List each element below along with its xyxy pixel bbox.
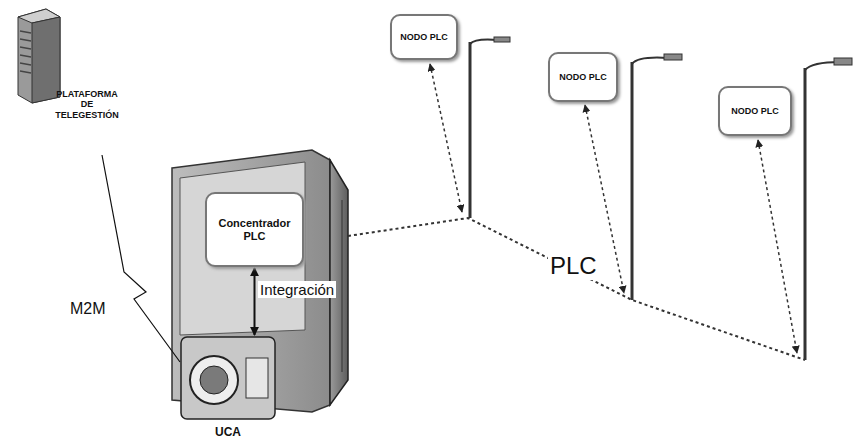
edge-label: Integración: [258, 281, 336, 298]
concentrator-box: Concentrador PLC: [205, 192, 304, 267]
box-label: Concentrador PLC: [211, 217, 298, 242]
server: PLATAFORMA DE TELEGESTIÓN: [10, 5, 135, 155]
cabinet: [172, 150, 348, 412]
box-label: NODO PLC: [731, 106, 779, 116]
wireless-link: [102, 155, 180, 362]
node-link: [430, 64, 797, 353]
meter-unit: UCA: [180, 336, 276, 420]
integration-arrow: [254, 268, 256, 335]
node-label: PLATAFORMA DE TELEGESTIÓN: [52, 89, 122, 120]
streetlight: [470, 37, 852, 360]
box-label: NODO PLC: [559, 72, 607, 82]
plc-node-box: NODO PLC: [390, 14, 458, 60]
node-label: UCA: [205, 426, 251, 440]
network-label: PLC: [548, 252, 599, 280]
plc-bus: [348, 218, 805, 360]
meter-icon: [180, 336, 276, 420]
plc-node-box: NODO PLC: [718, 86, 792, 136]
box-label: NODO PLC: [400, 32, 448, 42]
edge-label: M2M: [68, 300, 108, 318]
plc-node-box: NODO PLC: [548, 52, 618, 102]
